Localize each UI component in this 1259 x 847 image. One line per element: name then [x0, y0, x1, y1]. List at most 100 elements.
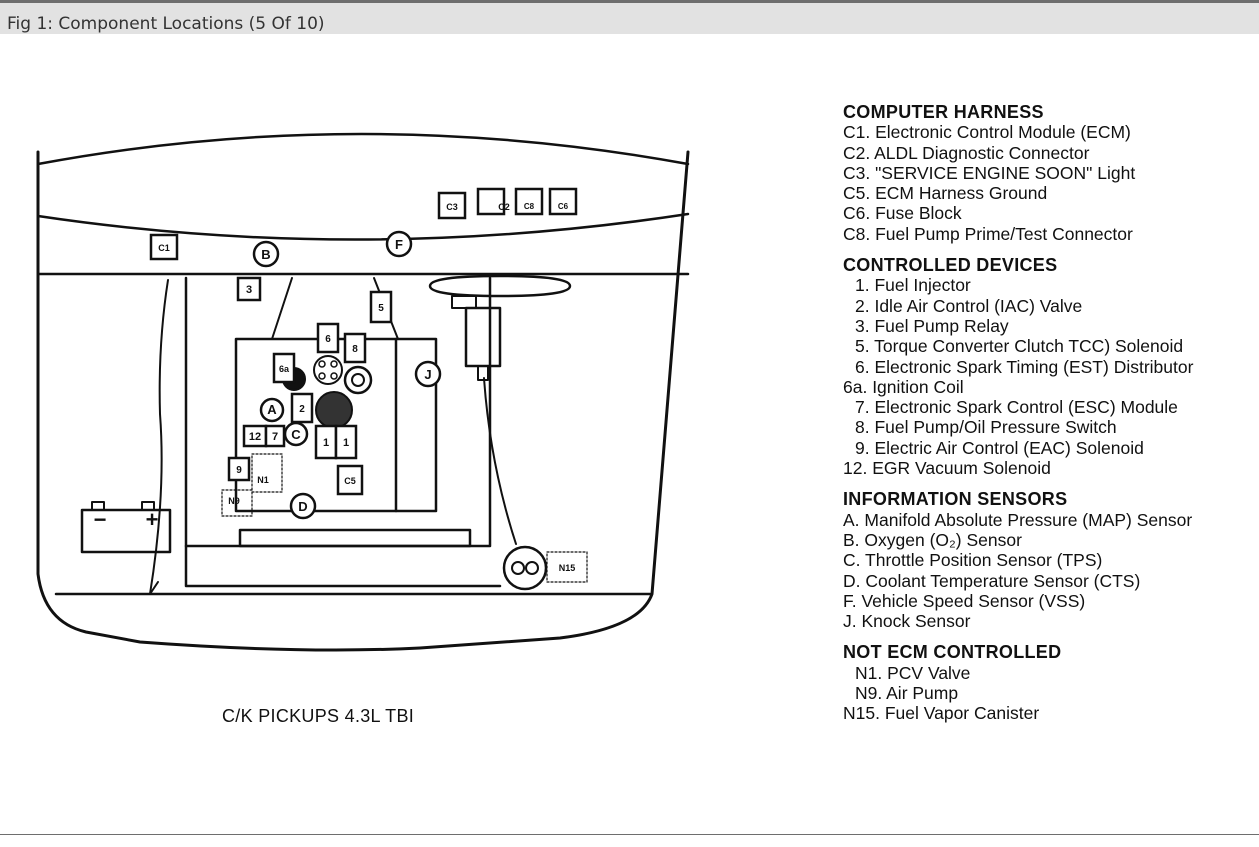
air-cleaner — [428, 274, 572, 298]
legend-item: C8. Fuel Pump Prime/Test Connector — [843, 223, 1133, 244]
sensor-circles — [252, 230, 442, 520]
box-label: 7 — [272, 431, 278, 443]
circle-f — [385, 230, 413, 258]
circle-label: A — [267, 402, 277, 417]
battery-positive-label: + — [146, 507, 159, 532]
legend-item: N1. PCV Valve — [855, 662, 971, 683]
cowl-curve-upper — [36, 132, 690, 166]
battery-negative-label: − — [94, 507, 107, 532]
legend-item: C1. Electronic Control Module (ECM) — [843, 122, 1131, 143]
legend-item: C. Throttle Position Sensor (TPS) — [843, 550, 1103, 571]
legend-item: B. Oxygen (O₂) Sensor — [843, 529, 1022, 550]
fuel-pump-body — [464, 306, 502, 368]
box-6a — [272, 352, 296, 384]
circle-j — [414, 360, 442, 388]
box-label: 1 — [323, 437, 329, 449]
tag-label: N1 — [257, 475, 269, 485]
box-label: 1 — [343, 437, 349, 449]
box-label: C5 — [344, 476, 356, 486]
body-outline-left — [36, 150, 690, 652]
box-3 — [236, 276, 262, 302]
legend-item: 2. Idle Air Control (IAC) Valve — [855, 295, 1083, 316]
circle-d — [289, 492, 317, 520]
legend-item: 1. Fuel Injector — [855, 275, 971, 296]
legend-item: 12. EGR Vacuum Solenoid — [843, 458, 1051, 479]
legend-item: C3. "SERVICE ENGINE SOON" Light — [843, 162, 1136, 183]
tag-label: N9 — [228, 496, 240, 506]
circle-label: F — [395, 237, 403, 252]
box-label: 5 — [378, 303, 384, 314]
legend-item: A. Manifold Absolute Pressure (MAP) Sens… — [843, 509, 1193, 530]
engine-front — [238, 528, 472, 548]
tag-n15-box — [546, 551, 588, 583]
box-1b — [334, 424, 358, 460]
legend-item: 5. Torque Converter Clutch TCC) Solenoid — [855, 336, 1184, 357]
box-label: 3 — [246, 284, 252, 296]
legend-item: N9. Air Pump — [855, 683, 959, 704]
circle-label: C — [291, 427, 301, 442]
cowl-curve-lower — [36, 212, 690, 241]
legend-item: 3. Fuel Pump Relay — [855, 315, 1009, 336]
vapor-canister — [502, 545, 548, 591]
box-label: C2 — [498, 202, 510, 212]
legend-item: 6. Electronic Spark Timing (EST) Distrib… — [855, 356, 1194, 377]
wire-canister — [483, 377, 517, 545]
tag-label: N15 — [559, 563, 576, 573]
component-boxes — [149, 187, 578, 496]
box-label: C8 — [524, 202, 535, 211]
box-c1 — [149, 233, 179, 261]
box-label: 12 — [249, 431, 261, 443]
box-label: 6 — [325, 334, 331, 345]
box-2 — [290, 392, 314, 424]
distributor — [315, 391, 353, 429]
legend-group-title: NOT ECM CONTROLLED — [843, 642, 1062, 663]
legend-item: N15. Fuel Vapor Canister — [843, 703, 1040, 724]
wire-left — [149, 279, 169, 595]
box-c2 — [476, 187, 506, 216]
box-5 — [369, 290, 393, 324]
box-c5 — [336, 464, 364, 496]
circle-a — [259, 397, 285, 423]
box-label: 2 — [299, 404, 305, 415]
circle-label: D — [298, 499, 307, 514]
figure-caption: Fig 1: Component Locations (5 Of 10) — [7, 14, 325, 34]
box-label: 9 — [236, 465, 242, 476]
box-label: C3 — [446, 202, 458, 212]
legend-group-title: COMPUTER HARNESS — [843, 102, 1044, 122]
battery — [80, 508, 172, 554]
box-c6 — [548, 187, 578, 216]
box-8 — [343, 332, 367, 364]
wire-battery — [149, 581, 159, 595]
legend-group-title: CONTROLLED DEVICES — [843, 255, 1058, 276]
legend-item: D. Coolant Temperature Sensor (CTS) — [843, 570, 1141, 591]
diagram-subtitle: C/K PICKUPS 4.3L TBI — [222, 706, 415, 726]
engine-front-bottom — [184, 544, 502, 588]
oil-switch — [343, 365, 373, 395]
pump-switch-rotor — [313, 355, 343, 385]
box-c3 — [437, 191, 467, 220]
box-9 — [227, 456, 251, 482]
box-c8 — [514, 187, 544, 216]
box-label: C1 — [158, 243, 170, 253]
legend-item: 9. Electric Air Control (EAC) Solenoid — [855, 437, 1144, 458]
box-label: 6a — [279, 364, 290, 374]
bottom-border — [0, 834, 1259, 847]
box-6 — [316, 322, 340, 354]
legend-item: 8. Fuel Pump/Oil Pressure Switch — [855, 417, 1117, 438]
box-label: 8 — [352, 344, 358, 355]
circle-c — [283, 421, 309, 447]
circle-b — [252, 240, 280, 268]
tag-n1-box — [251, 453, 283, 493]
legend-item: C6. Fuse Block — [843, 203, 962, 224]
circle-label: B — [261, 247, 270, 262]
circle-label: J — [424, 367, 431, 382]
legend-item: C2. ALDL Diagnostic Connector — [843, 142, 1090, 163]
box-label: C6 — [558, 202, 569, 211]
legend-group-title: INFORMATION SENSORS — [843, 489, 1068, 510]
